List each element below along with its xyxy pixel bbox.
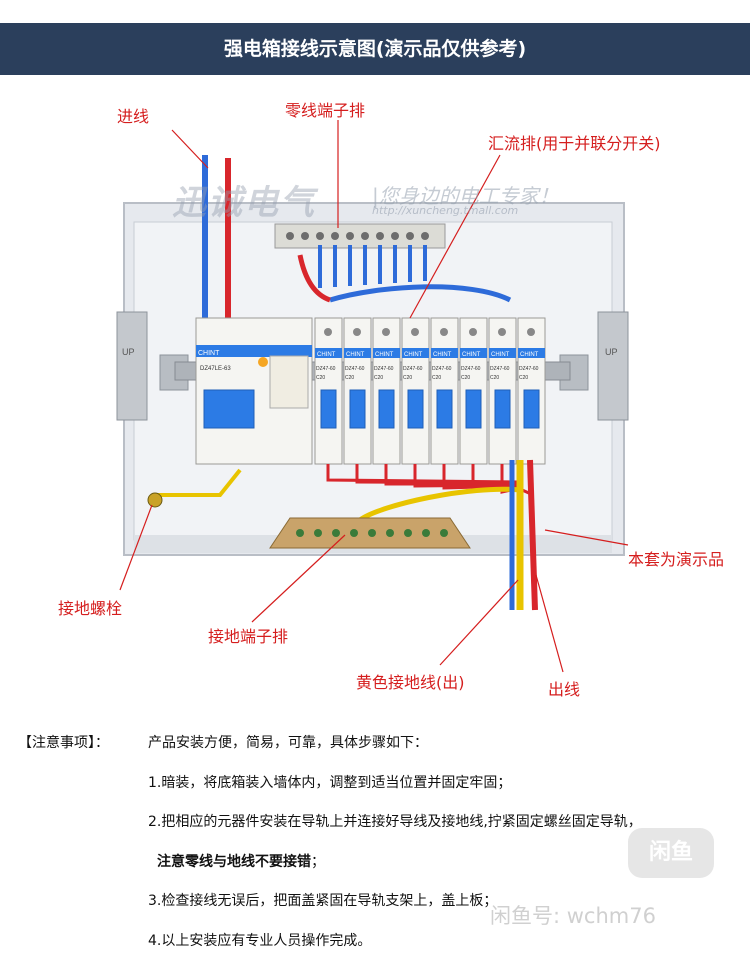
branch-rating-label: C20	[461, 375, 470, 381]
neutral-terminal-screw	[376, 232, 384, 240]
main-rcd-breaker: CHINT DZ47LE-63	[195, 317, 313, 465]
page-banner: 强电箱接线示意图(演示品仅供参考)	[0, 23, 750, 75]
neutral-terminal-screw	[301, 232, 309, 240]
branch-brand-label: CHINT	[462, 352, 481, 358]
notes-warning-tail: ；	[311, 854, 325, 870]
neutral-terminal-screw	[421, 232, 429, 240]
label-ground-bolt: 接地螺栓	[58, 599, 123, 618]
xianyu-id: 闲鱼号: wchm76	[490, 904, 656, 928]
branch-model-label: DZ47-60	[345, 366, 365, 372]
ground-terminal-screw	[350, 529, 358, 537]
branch-rating-label: C20	[316, 375, 325, 381]
branch-model-label: DZ47-60	[403, 366, 423, 372]
neutral-terminal-screw	[406, 232, 414, 240]
label-demo: 本套为演示品	[628, 550, 725, 569]
ground-bolt-wire	[155, 468, 242, 497]
svg-text:DZ47LE-63: DZ47LE-63	[200, 366, 231, 372]
branch-brand-label: CHINT	[317, 352, 336, 358]
branch-brand-label: CHINT	[404, 352, 423, 358]
left-rail-bracket	[116, 311, 189, 421]
main-live-to-busbar	[297, 254, 331, 303]
watermark-url: http://xuncheng.tmall.com	[372, 204, 519, 217]
branch-brand-label: CHINT	[433, 352, 452, 358]
branch-brand-label: CHINT	[491, 352, 510, 358]
branch-brand-label: CHINT	[520, 352, 539, 358]
ground-terminal-screw	[404, 529, 412, 537]
notes-step-3: 3.检查接线无误后，把面盖紧固在导轨支架上，盖上板；	[148, 893, 498, 909]
distribution-box-illustration: UP UP CHINT DZ47LE-63 CHINTDZ47-60C20CHI…	[116, 120, 629, 673]
ground-terminal-screw	[314, 529, 322, 537]
branch-brand-label: CHINT	[346, 352, 365, 358]
branch-rating-label: C20	[345, 375, 354, 381]
xianyu-badge: 闲鱼	[628, 828, 714, 878]
notes-heading: 【注意事项】：	[18, 735, 109, 751]
notes-warning: 注意零线与地线不要接错；	[157, 851, 325, 871]
branch-live-wire	[442, 464, 521, 490]
rail-up-label-right: UP	[605, 347, 618, 357]
neutral-terminal-bar	[274, 223, 446, 249]
notes-intro: 产品安装方便，简易，可靠，具体步骤如下：	[148, 735, 428, 751]
notes-step-2: 2.把相应的元器件安装在导轨上并连接好导线及接地线,拧紧固定螺丝固定导轨，	[148, 814, 642, 830]
branch-rating-label: C20	[374, 375, 383, 381]
branch-model-label: DZ47-60	[316, 366, 336, 372]
neutral-terminal-screw	[361, 232, 369, 240]
busbar-wire-bundle	[329, 284, 512, 303]
neutral-terminal-screw	[331, 232, 339, 240]
notes-step-1: 1.暗装，将底箱装入墙体内，调整到适当位置并固定牢固；	[148, 775, 512, 791]
ground-terminal-screw	[422, 529, 430, 537]
watermark-brand: 迅诚电气	[172, 183, 316, 223]
branch-brand-label: CHINT	[375, 352, 394, 358]
ground-terminal-screw	[386, 529, 394, 537]
branch-model-label: DZ47-60	[432, 366, 452, 372]
notes-warning-text: 注意零线与地线不要接错	[157, 854, 311, 870]
label-neutral-bar: 零线端子排	[285, 101, 366, 120]
label-yellow-ground: 黄色接地线(出)	[356, 673, 465, 692]
watermark-slogan: |您身边的电工专家！	[372, 184, 559, 208]
ground-terminal-screw	[440, 529, 448, 537]
branch-model-label: DZ47-60	[374, 366, 394, 372]
branch-model-label: DZ47-60	[519, 366, 539, 372]
outgoing-live-wire	[527, 459, 538, 611]
rail-up-label-left: UP	[122, 347, 135, 357]
neutral-terminal-screw	[286, 232, 294, 240]
branch-model-label: DZ47-60	[461, 366, 481, 372]
branch-rating-label: C20	[519, 375, 528, 381]
neutral-terminal-screw	[391, 232, 399, 240]
ground-bolt	[147, 492, 163, 508]
label-outgoing: 出线	[548, 680, 581, 699]
branch-model-label: DZ47-60	[490, 366, 510, 372]
neutral-terminal-screw	[346, 232, 354, 240]
notes-step-4: 4.以上安装应有专业人员操作完成。	[148, 933, 372, 949]
label-ground-bar: 接地端子排	[208, 627, 289, 646]
svg-text:CHINT: CHINT	[198, 350, 220, 357]
neutral-terminal-screw	[316, 232, 324, 240]
ground-terminal-screw	[296, 529, 304, 537]
branch-live-wire	[413, 464, 521, 488]
label-incoming: 进线	[117, 107, 150, 126]
branch-rating-label: C20	[403, 375, 412, 381]
branch-rating-label: C20	[432, 375, 441, 381]
right-rail-bracket	[559, 311, 629, 421]
ground-terminal-screw	[368, 529, 376, 537]
callout-leaders	[119, 120, 629, 673]
branch-rating-label: C20	[490, 375, 499, 381]
label-busbar: 汇流排(用于并联分开关)	[488, 134, 661, 153]
ground-wire-bundle	[358, 486, 521, 523]
ground-terminal-screw	[332, 529, 340, 537]
